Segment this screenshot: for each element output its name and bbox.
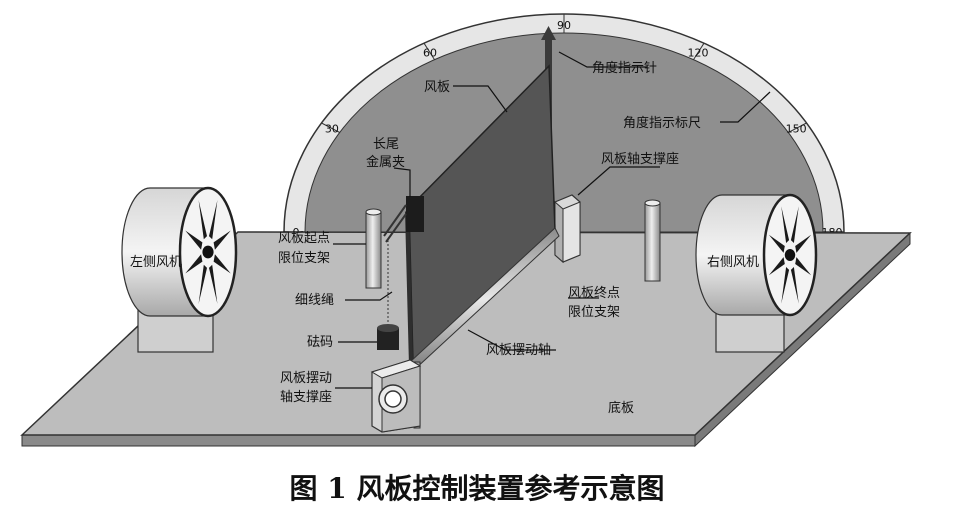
label-base: 底板 — [608, 400, 634, 416]
label-swing-seat-line2: 轴支撑座 — [280, 390, 332, 405]
fan-blade — [768, 257, 785, 276]
fan-hub — [202, 245, 214, 259]
left-fan-blades — [185, 199, 231, 305]
fan-blade — [198, 264, 208, 305]
label-angle-scale: 角度指示标尺 — [623, 115, 701, 131]
dial-tick-label: 120 — [688, 47, 709, 60]
label-shaft-seat: 风板轴支撑座 — [601, 152, 679, 167]
label-left-fan: 左侧风机 — [130, 255, 182, 270]
right-fan — [695, 193, 818, 353]
fan-blade — [208, 264, 218, 305]
dial-tick-mark — [693, 42, 705, 60]
shaft-support-seat — [554, 194, 581, 264]
label-clip-line2: 金属夹 — [366, 154, 405, 170]
fan-blade — [213, 254, 231, 274]
dial-tick-mark — [321, 122, 340, 133]
weight — [377, 324, 399, 350]
fan-blade — [185, 254, 203, 274]
dial-tick-mark — [423, 42, 435, 60]
fan-blade — [795, 257, 812, 276]
fan-hub — [784, 249, 796, 261]
label-swing-seat-line1: 风板摆动 — [280, 371, 332, 386]
right-fan-blades — [768, 206, 812, 304]
label-end-stop-line2: 限位支架 — [568, 305, 620, 320]
label-end-stop-line1: 风板终点 — [568, 285, 620, 301]
dial-tick-label: 150 — [786, 123, 807, 136]
base-plate-bottom-edge — [21, 434, 696, 447]
dial-tick-label: 30 — [325, 123, 339, 136]
fan-blade — [213, 230, 231, 250]
label-right-fan: 右侧风机 — [707, 255, 759, 270]
leader-lines — [333, 51, 771, 389]
label-angle-pointer: 角度指示针 — [592, 60, 657, 76]
label-thin-rope: 细线绳 — [295, 293, 334, 308]
fan-blade — [781, 267, 790, 304]
label-start-stop-line1: 风板起点 — [278, 231, 330, 246]
dial-tick-mark — [788, 122, 807, 133]
fan-blade — [185, 230, 203, 250]
base-plate — [20, 231, 912, 448]
figure-caption: 图 1 风板控制装置参考示意图 — [290, 472, 665, 505]
fan-blade — [198, 199, 208, 240]
dial-tick-label: 60 — [423, 47, 437, 60]
fan-blade — [768, 234, 785, 253]
fan-blade — [781, 206, 790, 243]
dial-tick-label: 90 — [557, 19, 571, 32]
label-start-stop-line2: 限位支架 — [278, 251, 330, 266]
fan-blade — [795, 234, 812, 253]
label-weight: 砝码 — [307, 335, 333, 350]
label-wind-board: 风板 — [424, 80, 450, 95]
swing-shaft-seat — [370, 359, 422, 433]
fan-blade — [208, 199, 218, 240]
label-clip-line1: 长尾 — [373, 137, 399, 152]
fan-blade — [790, 206, 799, 243]
fan-blade — [790, 267, 799, 304]
label-swing-shaft: 风板摆动轴 — [486, 343, 551, 358]
binder-clip — [383, 196, 424, 243]
wind-board-edge — [405, 208, 413, 366]
start-limit-post — [365, 208, 382, 289]
end-limit-post — [644, 199, 661, 282]
left-fan — [121, 186, 238, 353]
